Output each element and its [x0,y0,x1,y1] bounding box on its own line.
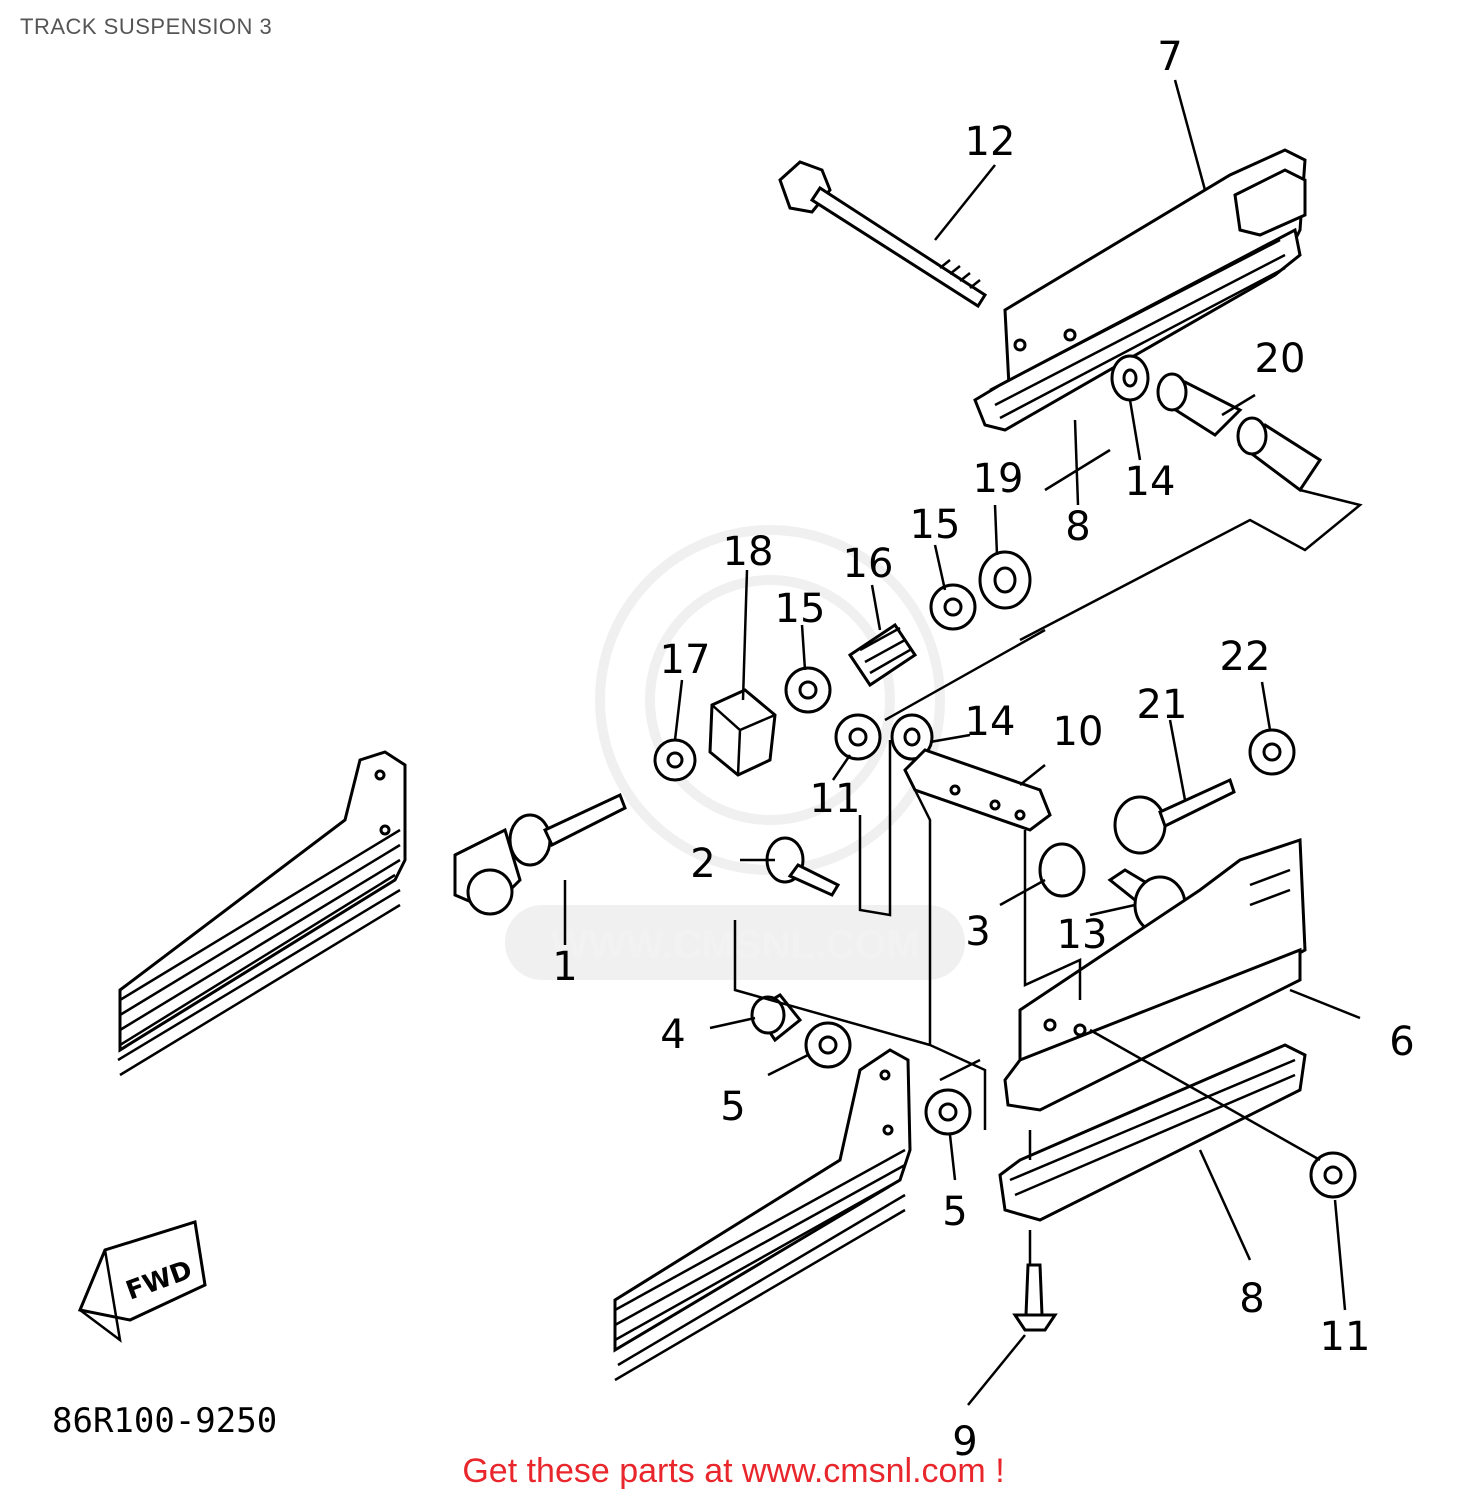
callout-16: 16 [843,541,894,587]
callout-22: 22 [1220,634,1271,680]
callout-labels: 1 2 3 4 5 5 6 7 8 8 9 10 11 11 12 13 14 … [552,34,1414,1465]
callout-6: 6 [1389,1019,1414,1065]
washer-14-upper [1110,354,1150,402]
callout-13: 13 [1057,912,1108,958]
nut-17 [653,738,697,782]
spring-16 [847,622,918,688]
washer-15-right [929,583,977,631]
callout-7: 7 [1157,34,1182,80]
left-track-rail [117,750,407,1077]
fwd-direction-marker: FWD [77,1220,207,1343]
nut-5-left [804,1021,852,1069]
nut-22 [1248,728,1296,776]
callout-11-lower: 11 [1320,1314,1371,1360]
page-title: TRACK SUSPENSION 3 [20,14,273,39]
nut-11-upper [834,713,882,761]
bolt-21 [1113,777,1236,855]
callout-11-upper: 11 [810,776,861,822]
upper-slide-bracket [973,148,1307,432]
callout-2: 2 [690,841,715,887]
center-track-rail [613,1048,912,1382]
bolt-9 [1012,1263,1058,1332]
callout-10: 10 [1053,709,1104,755]
nut-11-lower [1309,1151,1357,1199]
callout-5-left: 5 [720,1084,745,1130]
callout-14-lower: 14 [965,699,1016,745]
callout-21: 21 [1137,682,1188,728]
washer-15-left [784,666,832,714]
nut-5-lower [924,1088,972,1136]
callout-5-lower: 5 [942,1189,967,1235]
callout-19: 19 [973,456,1024,502]
bolt-2 [765,836,841,897]
callout-leaders [563,79,1361,1406]
drawing-code: 86R100-9250 [52,1401,277,1441]
callout-4: 4 [660,1012,685,1058]
callout-8-lower: 8 [1239,1276,1264,1322]
footer-parts-link[interactable]: Get these parts at www.cmsnl.com ! [462,1452,1005,1490]
callout-3: 3 [965,909,990,955]
bolt-12 [778,160,988,309]
callout-17: 17 [660,637,711,683]
callout-9: 9 [952,1419,977,1465]
callout-15-left: 15 [775,586,826,632]
callout-12: 12 [965,119,1016,165]
callout-15-right: 15 [910,502,961,548]
callout-1: 1 [552,944,577,990]
washer-14-lower [890,713,934,761]
lower-slide-rail-8 [998,1043,1307,1222]
lower-slide-bracket [1003,837,1307,1112]
spacer-19 [978,550,1032,610]
callout-20: 20 [1255,336,1306,382]
link-plate-10 [903,748,1052,832]
collar-3 [1038,842,1086,898]
bolt-1 [453,792,627,916]
callout-18: 18 [723,529,774,575]
block-18 [708,688,777,777]
callout-14-upper: 14 [1125,459,1176,505]
bolt-20 [1156,372,1323,493]
callout-8-upper: 8 [1065,504,1090,550]
